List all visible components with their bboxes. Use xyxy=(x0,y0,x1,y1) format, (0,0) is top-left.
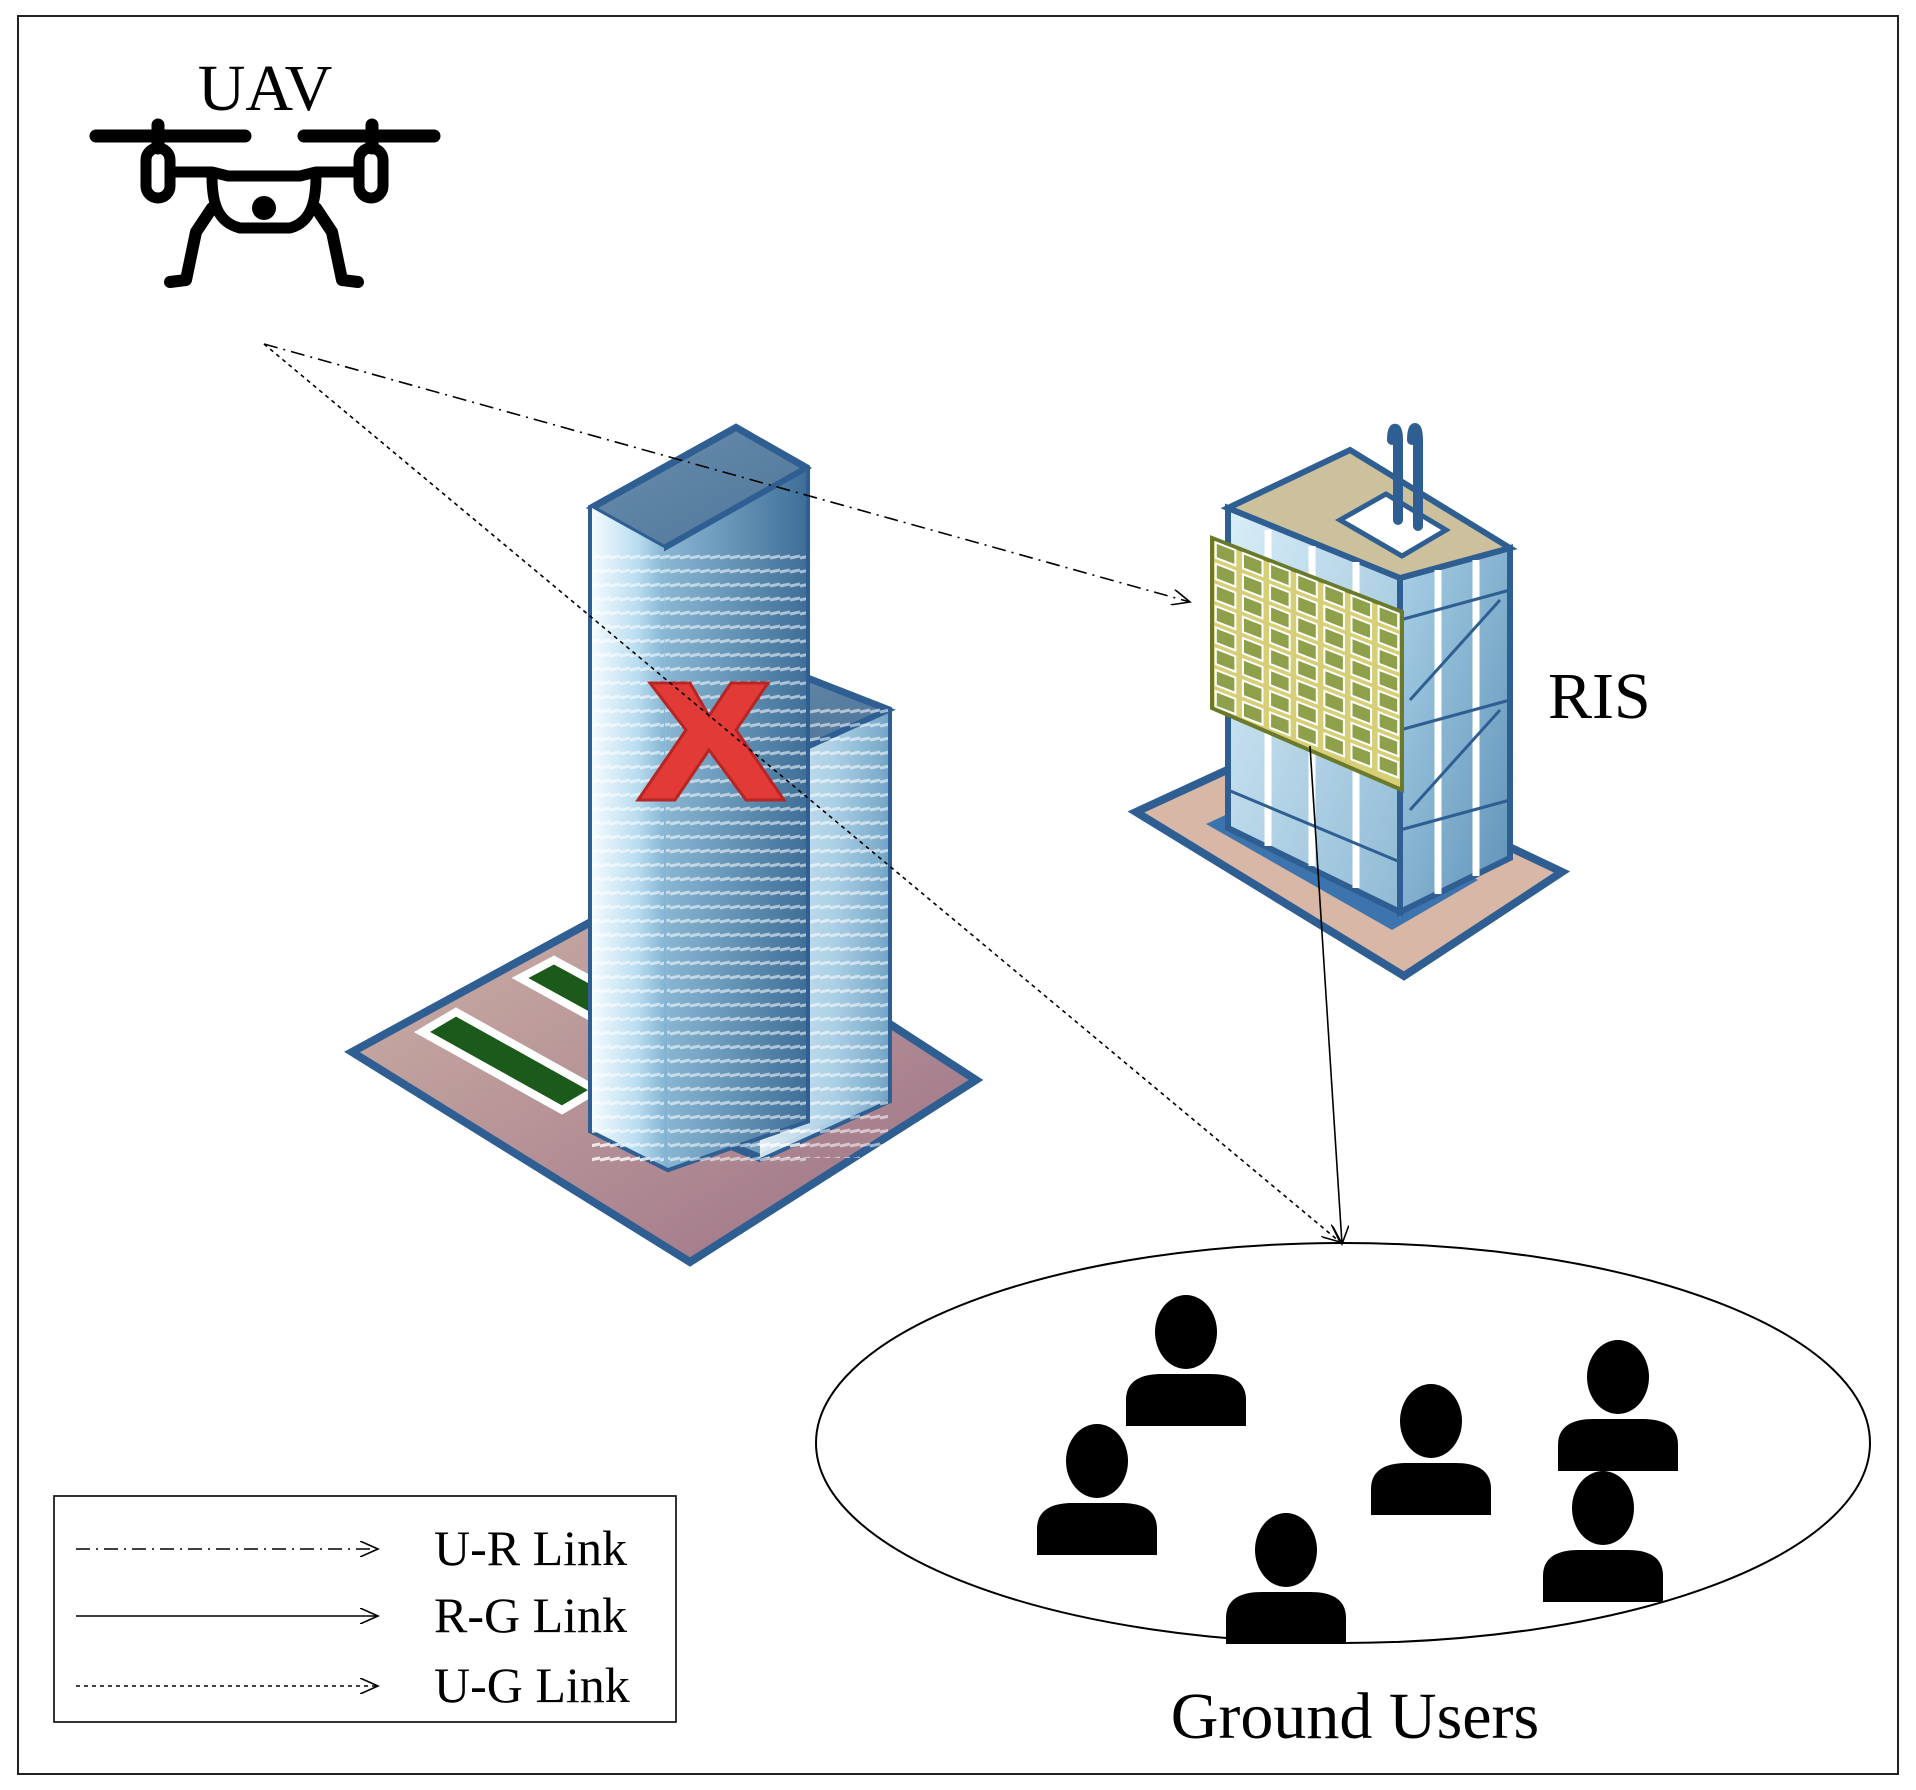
ground-users-label: Ground Users xyxy=(1171,1680,1539,1753)
ground-user-area xyxy=(815,1242,1871,1644)
ris-element xyxy=(1323,625,1345,652)
ris-element xyxy=(1214,689,1237,716)
ris-element xyxy=(1241,700,1264,727)
ris-element xyxy=(1269,668,1291,695)
ris-element xyxy=(1214,625,1237,652)
u-r-link xyxy=(263,343,1190,602)
u-g-link xyxy=(263,343,1340,1242)
blocking-building xyxy=(344,423,984,1267)
ris-element xyxy=(1350,636,1373,663)
ris-element xyxy=(1269,604,1291,631)
links xyxy=(263,343,1342,1244)
ris-element xyxy=(1296,657,1318,684)
ris-element xyxy=(1296,700,1318,727)
ris-element xyxy=(1241,657,1264,684)
ris-element xyxy=(1241,572,1264,599)
ris-element xyxy=(1241,551,1264,578)
ris-element xyxy=(1377,710,1400,737)
ris-element xyxy=(1296,678,1318,705)
person-icon xyxy=(1558,1340,1678,1471)
ris-element xyxy=(1269,583,1291,610)
ris-element xyxy=(1323,689,1345,716)
ground-users xyxy=(1037,1295,1678,1644)
person-icon xyxy=(1037,1424,1157,1555)
legend-label-r-g: R-G Link xyxy=(434,1587,627,1643)
ris-element xyxy=(1269,710,1291,737)
legend-label-u-r: U-R Link xyxy=(434,1520,627,1576)
ris-element xyxy=(1296,615,1318,642)
ris-element xyxy=(1296,572,1318,599)
ris-element xyxy=(1350,615,1373,641)
ris-element xyxy=(1241,594,1264,620)
red-x-icon xyxy=(635,681,787,802)
ris-label: RIS xyxy=(1548,660,1651,733)
ris-panel xyxy=(1210,535,1404,794)
legend-label-u-g: U-G Link xyxy=(434,1657,630,1713)
ris-element xyxy=(1377,646,1400,673)
ris-element xyxy=(1377,668,1400,695)
person-icon xyxy=(1371,1384,1491,1515)
drone-icon xyxy=(89,118,441,288)
person-icon xyxy=(1126,1295,1246,1426)
ris-element xyxy=(1377,604,1400,631)
ris-element xyxy=(1269,647,1291,673)
ris-element xyxy=(1350,657,1373,684)
ris-element xyxy=(1323,647,1345,673)
person-icon xyxy=(1543,1471,1663,1602)
ris-element xyxy=(1377,689,1400,716)
ris-element xyxy=(1296,636,1318,663)
ris-element xyxy=(1214,583,1237,610)
ris-element xyxy=(1323,604,1345,631)
ris-element xyxy=(1269,562,1291,588)
ris-element xyxy=(1323,732,1345,758)
ris-element xyxy=(1350,678,1373,705)
ris-element xyxy=(1269,625,1291,652)
ris-element xyxy=(1214,540,1237,567)
ris-element xyxy=(1350,742,1373,769)
ris-element xyxy=(1323,668,1345,695)
person-icon xyxy=(1226,1513,1346,1644)
ris-element xyxy=(1214,647,1237,674)
ris-element xyxy=(1269,689,1291,716)
ris-element xyxy=(1377,753,1400,780)
ris-element xyxy=(1241,636,1264,663)
ris-element xyxy=(1350,700,1373,726)
ris-element xyxy=(1214,562,1237,589)
ris-element xyxy=(1214,668,1237,695)
ris-element xyxy=(1241,679,1264,705)
ris-element xyxy=(1241,615,1264,642)
uav-label: UAV xyxy=(198,52,332,125)
ris-element xyxy=(1323,583,1345,610)
ris-element xyxy=(1296,593,1318,620)
legend: U-R Link R-G Link U-G Link xyxy=(53,1495,677,1723)
ris-element xyxy=(1350,593,1373,620)
ris-element xyxy=(1323,710,1345,737)
ris-element xyxy=(1377,625,1400,652)
ris-element xyxy=(1350,721,1373,748)
r-g-link xyxy=(1309,745,1342,1244)
diagram-frame xyxy=(17,15,1899,1775)
ris-element xyxy=(1214,604,1237,631)
ris-element xyxy=(1296,721,1318,748)
ris-element xyxy=(1377,731,1400,758)
